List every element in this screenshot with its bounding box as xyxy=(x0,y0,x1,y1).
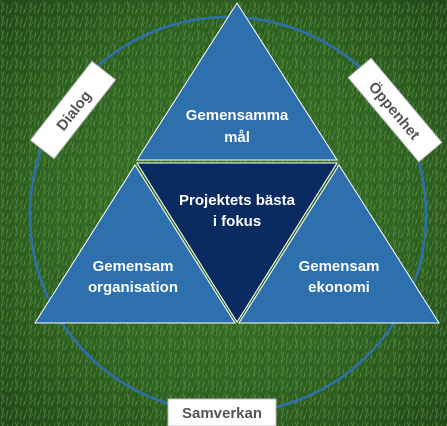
top-label-line2: mål xyxy=(224,129,250,146)
center-label-line1: Projektets bästa xyxy=(179,192,296,209)
cooperation-tag-label: Samverkan xyxy=(182,405,262,422)
right-label-line1: Gemensam xyxy=(299,258,380,275)
center-label-line2: i fokus xyxy=(213,213,261,230)
openness-tag: Öppenhet xyxy=(347,57,443,163)
triangle-top xyxy=(136,2,338,161)
openness-tag-box xyxy=(347,57,443,163)
right-label-line2: ekonomi xyxy=(308,279,370,296)
left-label-line2: organisation xyxy=(88,279,178,296)
triangle-left xyxy=(34,164,236,324)
dialog-tag-box xyxy=(29,60,117,160)
cooperation-tag-box xyxy=(167,398,277,426)
triangle-center xyxy=(136,162,338,323)
triangle-right xyxy=(238,164,440,324)
left-label-line1: Gemensam xyxy=(93,258,174,275)
cooperation-tag: Samverkan xyxy=(167,398,277,426)
top-label-line1: Gemensamma xyxy=(186,107,289,124)
